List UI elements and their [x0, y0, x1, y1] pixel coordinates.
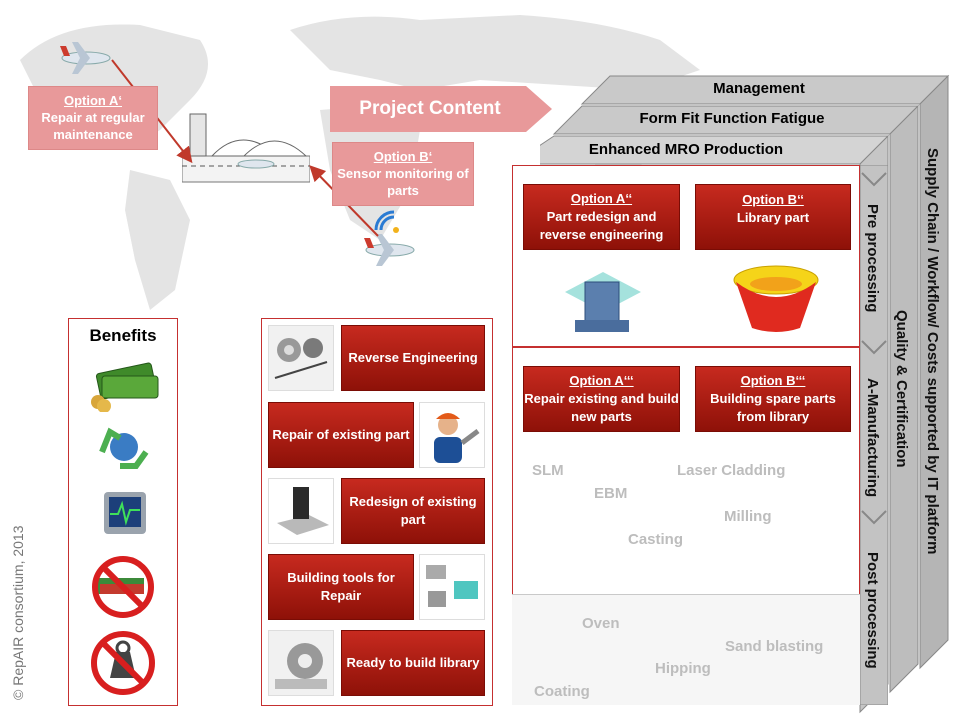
divider-line	[512, 346, 860, 348]
money-icon	[91, 362, 159, 412]
part-model-image	[565, 272, 641, 332]
repair-existing-label: Repair of existing part	[272, 427, 410, 442]
project-content-arrow	[330, 86, 552, 132]
option-a2-box: Option A‘‘ Part redesign and reverse eng…	[523, 184, 680, 250]
world-map	[20, 15, 700, 310]
option-b-title: Option B‘	[373, 149, 433, 164]
mechanic-icon	[419, 402, 485, 468]
no-weight-icon	[91, 631, 155, 695]
tech-milling: Milling	[724, 508, 772, 525]
option-b3-box: Option B‘‘‘ Building spare parts from li…	[695, 366, 851, 432]
tech-ebm: EBM	[594, 485, 628, 502]
tech-slm: SLM	[532, 462, 564, 479]
option-a3-box: Option A‘‘‘ Repair existing and build ne…	[523, 366, 680, 432]
option-b2-text: Library part	[736, 210, 810, 225]
reverse-engineering-label: Reverse Engineering	[348, 350, 478, 365]
copyright-text: © RepAIR consortium, 2013	[10, 525, 26, 700]
ready-library-label: Ready to build library	[346, 655, 480, 670]
repair-existing-box: Repair of existing part	[268, 402, 414, 468]
option-a-text: Repair at regular maintenance	[41, 110, 145, 142]
option-a2-title: Option A‘‘	[570, 191, 633, 206]
post-processing-area	[512, 594, 860, 705]
hangar-icon	[182, 113, 310, 183]
option-a-box: Option A‘ Repair at regular maintenance	[28, 86, 158, 150]
building-tools-label: Building tools for Repair	[287, 570, 395, 603]
redesign-existing-label: Redesign of existing part	[349, 494, 477, 527]
building-tools-box: Building tools for Repair	[268, 554, 414, 620]
airplane-icon	[60, 42, 111, 74]
supply-chain-label: Supply Chain / Workflow/ Costs supported…	[924, 148, 941, 555]
form-fit-label: Form Fit Function Fatigue	[639, 110, 825, 127]
option-b2-box: Option B‘‘ Library part	[695, 184, 851, 250]
tech-coating: Coating	[534, 683, 590, 700]
ready-library-box: Ready to build library	[341, 630, 485, 696]
tech-casting: Casting	[628, 531, 684, 548]
option-a3-text: Repair existing and build new parts	[524, 391, 679, 424]
tech-sand-blasting: Sand blasting	[725, 638, 824, 655]
option-a3-title: Option A‘‘‘	[569, 373, 634, 388]
enhanced-mro-label: Enhanced MRO Production	[588, 141, 784, 158]
process-chevrons	[860, 165, 888, 705]
reverse-engineering-image	[268, 325, 334, 391]
monitor-icon	[104, 492, 146, 534]
option-b2-title: Option B‘‘	[742, 192, 804, 207]
tech-laser-cladding: Laser Cladding	[677, 462, 786, 479]
no-truck-icon	[92, 556, 154, 618]
option-b-text: Sensor monitoring of parts	[337, 166, 469, 198]
recycle-globe-icon	[99, 427, 149, 469]
redesign-existing-box: Redesign of existing part	[341, 478, 485, 544]
post-processing-label: Post processing	[864, 552, 881, 669]
option-b3-text: Building spare parts from library	[710, 391, 836, 424]
tech-hipping: Hipping	[655, 660, 711, 677]
tools-image	[419, 554, 485, 620]
a-manufacturing-label: A-Manufacturing	[864, 378, 881, 498]
pre-processing-label: Pre processing	[864, 204, 881, 313]
wifi-signal-icon	[374, 210, 399, 233]
option-b3-title: Option B‘‘‘	[740, 373, 806, 388]
option-b-box: Option B‘ Sensor monitoring of parts	[332, 142, 474, 206]
benefits-title: Benefits	[89, 326, 157, 345]
library-image	[268, 630, 334, 696]
management-label: Management	[713, 80, 805, 97]
airplane-icon	[364, 234, 415, 266]
quality-label: Quality & Certification	[893, 310, 910, 468]
project-content-label: Project Content	[359, 98, 501, 119]
option-a-title: Option A‘	[63, 93, 122, 108]
redesign-part-image	[268, 478, 334, 544]
library-part-image	[733, 265, 819, 332]
reverse-engineering-box: Reverse Engineering	[341, 325, 485, 391]
option-a2-text: Part redesign and reverse engineering	[539, 209, 664, 242]
tech-oven: Oven	[582, 615, 620, 632]
